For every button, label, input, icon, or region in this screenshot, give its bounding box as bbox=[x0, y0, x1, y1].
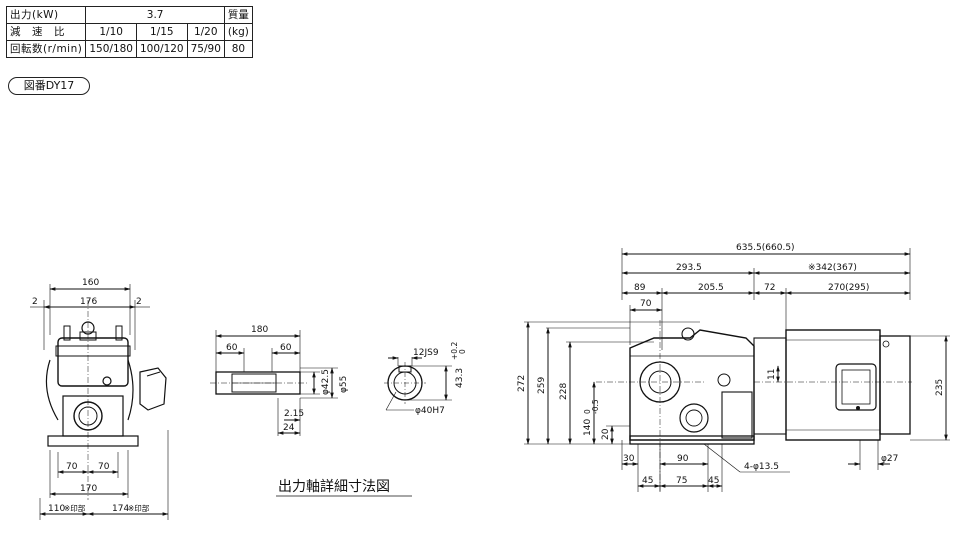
speed-cell: 75/90 bbox=[186, 40, 225, 58]
dim-label: 45 bbox=[708, 476, 719, 486]
dim-label: 70 bbox=[66, 462, 78, 472]
dim-note: ※印部 bbox=[64, 503, 86, 513]
dim-label: 180 bbox=[251, 325, 268, 335]
dim-label: φ27 bbox=[881, 454, 898, 464]
shaft-detail-view bbox=[210, 330, 452, 436]
dim-label: 70 bbox=[640, 299, 652, 309]
speed-cell: 100/120 bbox=[135, 40, 188, 58]
motor-body bbox=[785, 329, 881, 441]
dim-label: 170 bbox=[80, 484, 97, 494]
dim-tolerance: +0.2 bbox=[450, 342, 459, 360]
shaft-detail-labels: 180 60 60 φ42.5 φ55 2.15 24 12JS9 43.3 +… bbox=[226, 325, 467, 497]
dim-label: 72 bbox=[764, 283, 775, 293]
dim-label: 30 bbox=[623, 454, 635, 464]
dim-label: 2 bbox=[32, 297, 38, 307]
front-view-labels: 160 176 2 2 70 70 170 110 ※印部 174 ※印部 bbox=[32, 278, 150, 514]
dim-label: 2 bbox=[136, 297, 142, 307]
gearbox-base bbox=[629, 435, 755, 445]
mass-value: 80 bbox=[223, 40, 253, 58]
dim-label: φ40H7 bbox=[415, 406, 445, 416]
dim-label: 20 bbox=[601, 428, 611, 440]
figure-number-label: 図番DY17 bbox=[8, 77, 90, 95]
dim-label: 270(295) bbox=[828, 283, 869, 293]
speed-cell: 150/180 bbox=[85, 40, 137, 58]
side-view bbox=[524, 248, 950, 492]
front-view bbox=[30, 284, 169, 520]
dim-label: 140 bbox=[583, 419, 593, 436]
dim-label: 90 bbox=[677, 454, 689, 464]
gearbox-housing bbox=[629, 329, 755, 441]
dim-note: ※印部 bbox=[128, 503, 150, 513]
dim-label: 89 bbox=[634, 283, 646, 293]
terminal-box bbox=[139, 367, 167, 411]
dim-label: 45 bbox=[642, 476, 653, 486]
dim-label: φ42.5 bbox=[321, 369, 331, 395]
dim-tolerance: -0.5 bbox=[591, 399, 600, 414]
dim-label: 635.5(660.5) bbox=[736, 243, 795, 253]
dim-label: 43.3 bbox=[455, 368, 465, 388]
dim-label: 70 bbox=[98, 462, 110, 472]
dim-label: 60 bbox=[280, 343, 292, 353]
dim-label: 293.5 bbox=[676, 263, 702, 273]
dim-label: 259 bbox=[537, 377, 547, 394]
dim-label: 2.15 bbox=[284, 409, 304, 419]
side-view-labels: 635.5(660.5) 293.5 ※342(367) 89 70 205.5… bbox=[517, 243, 945, 486]
dim-label: 11 bbox=[767, 369, 777, 380]
dim-label: 75 bbox=[676, 476, 687, 486]
terminal-box bbox=[835, 363, 877, 411]
dim-label: 174 bbox=[112, 504, 129, 514]
dim-tolerance: 0 bbox=[458, 349, 467, 354]
fan-cover bbox=[879, 335, 911, 435]
dim-label: 176 bbox=[80, 297, 97, 307]
dim-label: 235 bbox=[935, 379, 945, 396]
dim-label: φ55 bbox=[339, 376, 349, 393]
spec-table: 出力(kW) 3.7 質量 減 速 比 1/10 1/15 1/20 (kg) … bbox=[5, 6, 253, 58]
shaft-detail-caption: 出力軸詳細寸法図 bbox=[278, 479, 390, 495]
dim-label: ※342(367) bbox=[808, 263, 857, 273]
dim-label: 60 bbox=[226, 343, 238, 353]
dim-label: 24 bbox=[283, 423, 295, 433]
speed-label: 回転数(r/min) bbox=[5, 40, 87, 58]
dim-label: 4-φ13.5 bbox=[744, 462, 779, 472]
dim-label: 110 bbox=[48, 504, 65, 514]
ratio-cell: 1/10 bbox=[85, 23, 137, 41]
dim-tolerance: 0 bbox=[583, 409, 592, 414]
dim-label: 160 bbox=[82, 278, 99, 288]
mounting-foot bbox=[47, 435, 139, 447]
eyebolt-icon bbox=[681, 327, 695, 341]
dim-label: 272 bbox=[517, 375, 527, 392]
dim-label: 228 bbox=[559, 383, 569, 400]
dim-label: 205.5 bbox=[698, 283, 724, 293]
dim-label: 12JS9 bbox=[413, 348, 439, 358]
motor-flange bbox=[753, 337, 787, 435]
gearbox-upper-housing bbox=[57, 337, 129, 387]
